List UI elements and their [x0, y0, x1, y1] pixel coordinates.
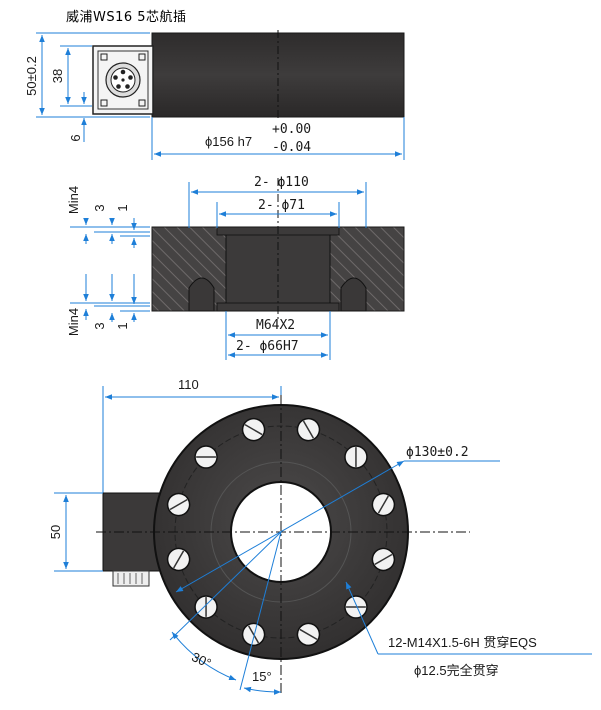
connector-height-label: 38: [50, 69, 65, 83]
top-min-label: Min4: [66, 186, 81, 214]
through-spec-label: ϕ12.5完全贯穿: [414, 663, 499, 678]
connector-pins-icon: [100, 53, 146, 107]
right-pocket: [340, 277, 367, 312]
angle-15-label: 15°: [252, 669, 272, 684]
connector-plug-icon: [112, 570, 150, 587]
section-inner-label: 2- ϕ71: [258, 198, 305, 213]
top-height-label: 50: [48, 525, 63, 539]
bottom-3-label: 3: [92, 322, 107, 329]
outer-diameter-label: ϕ156 h7: [205, 134, 252, 149]
side-view: 50±0.2 38 6 ϕ156 h7 +0.00 -0.04: [24, 30, 405, 160]
section-view: 2- ϕ110 2- ϕ71 Min4 3 1: [66, 175, 405, 360]
top-view: 110 50: [48, 377, 592, 695]
drawing-title: 威浦WS16 5芯航插: [66, 10, 187, 25]
bottom-1-label: 1: [115, 322, 130, 329]
bottom-min-label: Min4: [66, 308, 81, 336]
top-3-label: 3: [92, 204, 107, 211]
hole-spec-label: 12-M14X1.5-6H 贯穿EQS: [388, 635, 537, 650]
tolerance-lower-label: -0.04: [272, 140, 311, 155]
connector-offset-label: 6: [68, 134, 83, 141]
tolerance-upper-label: +0.00: [272, 122, 311, 137]
thread-label: M64X2: [256, 318, 295, 333]
top-1-label: 1: [115, 204, 130, 211]
top-offset-label: 110: [178, 377, 199, 392]
bore-label: 2- ϕ66H7: [236, 339, 299, 354]
left-pocket: [188, 277, 215, 312]
angle-30-label: 30°: [189, 649, 213, 671]
pcd-label: ϕ130±0.2: [406, 445, 469, 460]
side-height-label: 50±0.2: [24, 56, 39, 96]
section-pcd-label: 2- ϕ110: [254, 175, 309, 190]
